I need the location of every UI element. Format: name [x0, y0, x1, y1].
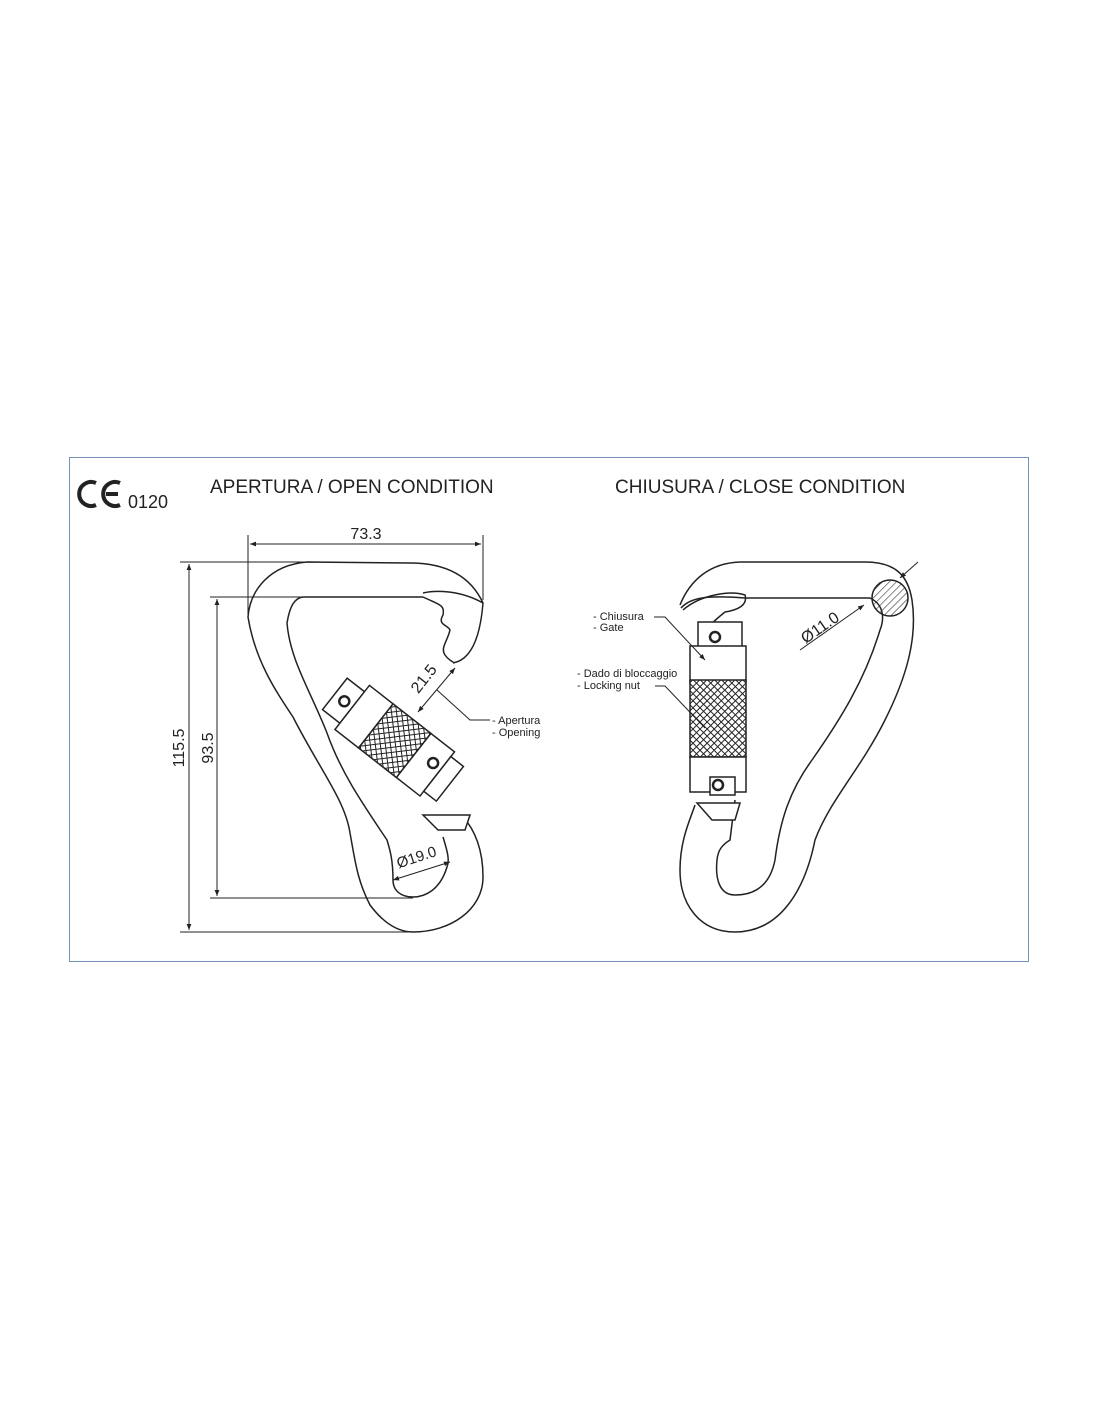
carabiner-open-drawing	[247, 561, 484, 933]
total-height-dimension: 115.5	[171, 728, 188, 767]
width-dimension: 73.3	[350, 526, 381, 543]
dimension-lines-close	[654, 561, 919, 729]
drawing-frame	[69, 457, 1029, 962]
nut-label-en: - Locking nut	[577, 680, 640, 692]
close-condition-title: CHIUSURA / CLOSE CONDITION	[615, 477, 905, 498]
dimension-lines-open	[180, 535, 490, 933]
carabiner-closed-drawing	[679, 561, 915, 933]
inner-height-dimension: 93.5	[200, 732, 217, 763]
opening-label-en: - Opening	[492, 727, 540, 739]
gate-label-it: - Chiusura	[593, 611, 645, 623]
nut-label-it: - Dado di bloccaggio	[577, 668, 677, 680]
opening-label-it: - Apertura	[492, 715, 541, 727]
open-condition-title: APERTURA / OPEN CONDITION	[210, 477, 494, 498]
ce-mark-logo	[77, 480, 121, 508]
bar-diameter-dimension: Ø11.0	[798, 609, 843, 647]
gate-label-en: - Gate	[593, 622, 624, 634]
ce-number: 0120	[128, 492, 168, 512]
